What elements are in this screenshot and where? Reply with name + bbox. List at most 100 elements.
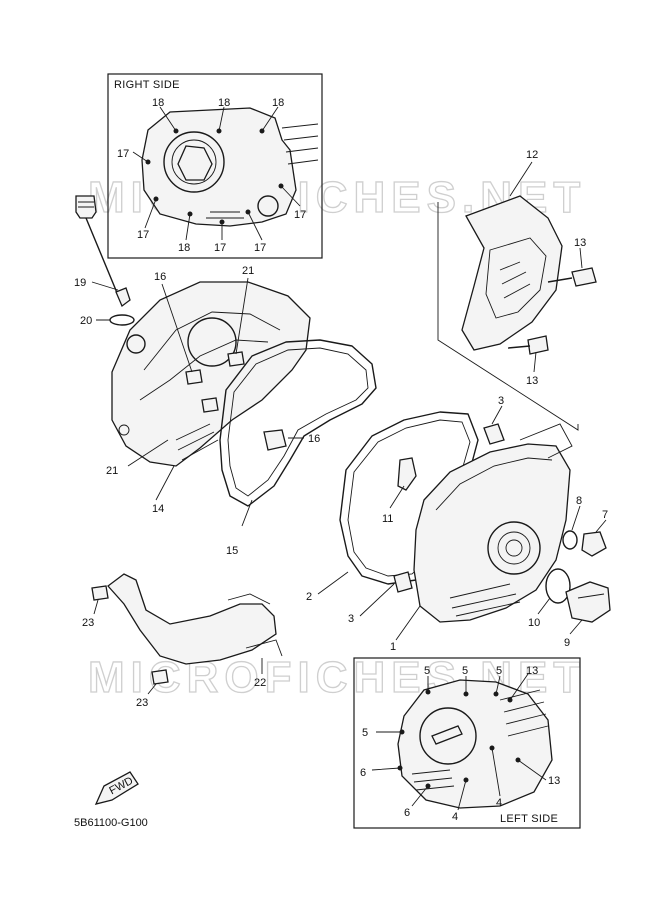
callout-4: 4 (496, 797, 502, 809)
callout-14: 14 (152, 503, 164, 515)
dipstick-assembly: 19 20 (74, 195, 135, 327)
callout-18: 18 (218, 97, 230, 109)
callout-17: 17 (214, 242, 226, 254)
left-inset-sprocket-fins (499, 689, 549, 737)
right-crankcase-cover: 16 21 21 14 (106, 265, 311, 515)
callout-16: 16 (154, 271, 166, 283)
callout-17: 17 (137, 229, 149, 241)
callout-17: 17 (254, 242, 266, 254)
callout-10: 10 (528, 617, 540, 629)
sprocket-group-bracket (437, 202, 579, 431)
right-cover-hub (177, 145, 213, 181)
plug-9-slot (577, 593, 605, 599)
left-cover-generator-boss (487, 521, 541, 575)
damper-3-lower (393, 571, 413, 593)
sprocket-cover: 12 13 13 (437, 149, 597, 431)
o-ring-8 (562, 530, 578, 550)
callout-13: 13 (548, 775, 560, 787)
left-cover-upper-mount (519, 423, 573, 459)
callout-3: 3 (498, 395, 504, 407)
right-cover-rib (139, 339, 269, 401)
dipstick-cap-grip (78, 201, 94, 208)
right-cover-leaders (127, 277, 249, 501)
right-cover-ribs (206, 211, 244, 219)
sprocket-leaders (509, 161, 583, 373)
callout-21: 21 (242, 265, 254, 277)
fwd-arrow-shape (94, 771, 139, 805)
callout-5: 5 (496, 665, 502, 677)
damper-3-upper (483, 423, 505, 445)
right-side-inset-frame (107, 73, 323, 259)
o-ring-10 (545, 568, 571, 604)
right-cover-inner-ring (171, 139, 217, 185)
callout-9: 9 (564, 637, 570, 649)
callout-13: 13 (526, 665, 538, 677)
plug-7 (581, 531, 607, 557)
callout-4: 4 (452, 811, 458, 823)
right-cover-outline (141, 107, 297, 227)
under-guard-bracket (227, 593, 271, 605)
right-cover-filler-port (126, 334, 146, 354)
callout-6: 6 (360, 767, 366, 779)
callout-11: 11 (382, 513, 393, 525)
left-inset-emblem (431, 725, 463, 745)
sprocket-bolt-head (571, 267, 597, 287)
callout-5: 5 (424, 665, 430, 677)
dowel-pin (201, 397, 219, 413)
sprocket-bolt-shank (547, 277, 573, 283)
dipstick-rod (85, 217, 121, 301)
gasket-inner (227, 347, 369, 497)
callout-15: 15 (226, 545, 238, 557)
left-crankcase-cover: 3 11 3 1 (348, 395, 573, 653)
left-side-title: LEFT SIDE (500, 813, 558, 825)
callout-18: 18 (178, 242, 190, 254)
guard-bolt-head (151, 669, 169, 685)
guard-bolt-head (91, 585, 109, 601)
right-cover-clutch-boss (163, 131, 225, 193)
dipstick-o-ring (109, 314, 135, 326)
callout-21: 21 (106, 465, 118, 477)
callout-12: 12 (526, 149, 538, 161)
bracket-11 (397, 457, 417, 491)
left-leaders (371, 673, 547, 811)
left-side-inset-frame (353, 657, 581, 829)
callout-18: 18 (272, 97, 284, 109)
callout-17: 17 (117, 148, 129, 160)
left-cover-flange (435, 457, 553, 511)
guard-leaders (93, 599, 263, 695)
callout-8: 8 (576, 495, 582, 507)
callout-7: 7 (602, 509, 608, 521)
sprocket-cover-slots (499, 261, 531, 299)
callout-5: 5 (462, 665, 468, 677)
left-cover-lower-fins (449, 583, 521, 617)
left-cover-leaders (359, 405, 503, 641)
left-gasket-leader (317, 571, 349, 595)
right-cover-fins (281, 123, 319, 165)
gasket-outline (219, 339, 377, 507)
right-cover-lower-fins (175, 423, 219, 461)
callout-20: 20 (80, 315, 92, 327)
left-cover-center (505, 539, 523, 557)
fwd-arrow: FWD (94, 771, 139, 805)
dowel-pin (263, 429, 287, 451)
right-cover-gasket: 16 15 (219, 339, 377, 557)
left-inset-generator (419, 707, 477, 765)
callout-13: 13 (574, 237, 586, 249)
sprocket-cover-body (461, 195, 563, 351)
callout-3: 3 (348, 613, 354, 625)
plug-leaders (537, 505, 607, 635)
callout-13: 13 (526, 375, 538, 387)
callout-18: 18 (152, 97, 164, 109)
callout-23: 23 (136, 697, 148, 709)
sprocket-cover-window (485, 237, 547, 319)
right-cover-mount (118, 424, 130, 436)
callout-17: 17 (294, 209, 306, 221)
right-cover-flange (143, 311, 281, 371)
callout-16: 16 (308, 433, 320, 445)
under-guard-stay (245, 639, 283, 657)
dipstick-tip (115, 287, 131, 308)
callout-19: 19 (74, 277, 86, 289)
right-cover-clutch-ring (187, 317, 237, 367)
callout-6: 6 (404, 807, 410, 819)
